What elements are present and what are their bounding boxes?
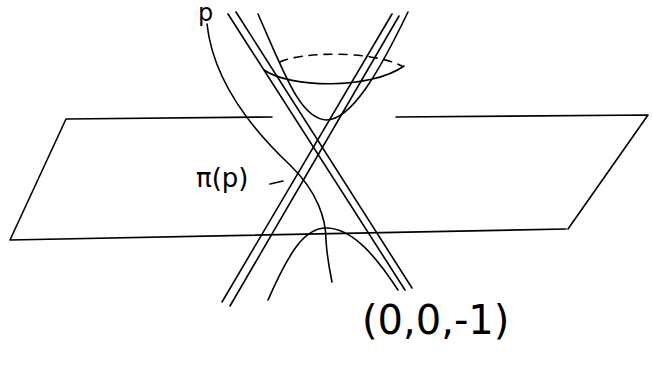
- plane-right: [396, 115, 648, 229]
- pointer-dash: [270, 181, 283, 184]
- curve-from-p: [207, 24, 332, 282]
- plane-left: [10, 117, 566, 240]
- cone-line: [222, 14, 392, 302]
- projection-label: π(p): [196, 164, 248, 193]
- cone-line: [236, 12, 412, 288]
- upper-ellipse-front: [264, 66, 404, 84]
- cone-line: [230, 16, 399, 306]
- upper-sheet: [258, 12, 408, 120]
- point-label: p: [198, 0, 213, 26]
- cone-line: [228, 14, 405, 290]
- lower-sheet: [268, 228, 398, 300]
- upper-ellipse-back: [280, 54, 402, 66]
- vertex-coordinate: (0,0,-1): [362, 298, 509, 342]
